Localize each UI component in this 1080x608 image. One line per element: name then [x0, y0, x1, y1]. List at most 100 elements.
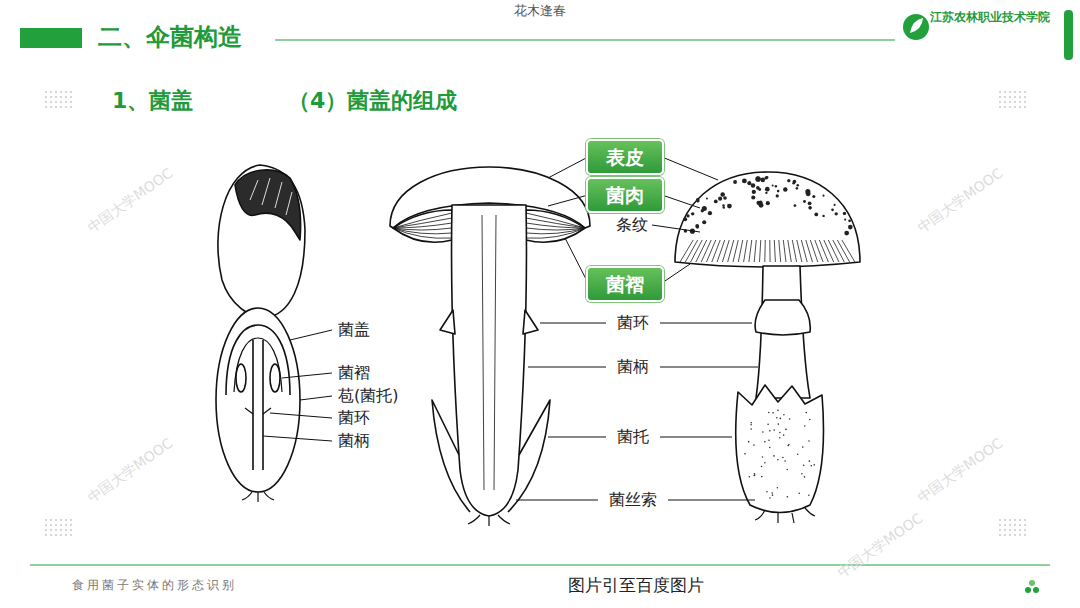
- grid-dot: [1024, 524, 1026, 526]
- striation: [779, 240, 781, 262]
- grid-dot: [65, 106, 67, 108]
- inner-gill: [236, 364, 246, 392]
- grid-dot: [1024, 91, 1026, 93]
- watermark: 中国大学MOOC: [914, 165, 1005, 235]
- grid-dot: [1014, 534, 1016, 536]
- stipple: [769, 497, 771, 499]
- wart: [772, 185, 774, 187]
- striation: [819, 240, 828, 262]
- wart: [777, 190, 780, 193]
- striation: [691, 240, 703, 262]
- watermark: 中国大学MOOC: [834, 510, 925, 580]
- grid-dot: [55, 91, 57, 93]
- footer-dot: [1033, 587, 1039, 593]
- wart: [765, 187, 770, 192]
- stipple: [783, 434, 785, 436]
- stipple: [779, 432, 781, 434]
- gills: [526, 210, 585, 242]
- stipple: [764, 462, 766, 464]
- grid-dot: [65, 91, 67, 93]
- grid-dot: [999, 534, 1001, 536]
- stipple: [773, 429, 775, 431]
- grid-dot: [1019, 106, 1021, 108]
- watermark: 中国大学MOOC: [84, 165, 175, 235]
- striation: [696, 240, 707, 262]
- volva: [508, 400, 550, 512]
- grid-dot: [1009, 519, 1011, 521]
- grid-dot: [50, 524, 52, 526]
- stipple: [804, 476, 806, 478]
- wart: [752, 190, 756, 194]
- stipple: [761, 466, 763, 468]
- stipple: [768, 412, 770, 414]
- footer-dot: [1029, 580, 1035, 586]
- watermark: 中国大学MOOC: [84, 435, 175, 505]
- wart: [691, 212, 694, 215]
- egg-outline: [218, 165, 305, 318]
- stipple: [813, 464, 815, 466]
- grid-dot: [1024, 534, 1026, 536]
- heading-rule: [275, 40, 895, 41]
- stipple: [803, 464, 805, 466]
- grid-dot: [1014, 91, 1016, 93]
- wart: [776, 194, 779, 197]
- caption: 图片引至百度图片: [568, 576, 704, 596]
- grid-dot: [1019, 101, 1021, 103]
- stipple: [808, 440, 810, 442]
- grid-dot: [55, 96, 57, 98]
- stipple: [798, 492, 800, 494]
- grid-dot: [70, 529, 72, 531]
- grid-dot: [45, 101, 47, 103]
- gill-line: [526, 228, 585, 238]
- stipple: [753, 475, 755, 477]
- term-text: 菌褶: [606, 272, 644, 297]
- stipple: [787, 496, 789, 498]
- striation: [769, 240, 770, 262]
- stipple: [778, 423, 780, 425]
- wart: [766, 201, 770, 205]
- striation: [754, 240, 756, 262]
- grid-dot: [45, 96, 47, 98]
- wart: [787, 179, 790, 182]
- wart: [843, 212, 846, 215]
- wart: [822, 215, 824, 217]
- striation: [788, 240, 791, 262]
- leader-line: [300, 396, 332, 400]
- cap-warts: [680, 176, 855, 262]
- wart: [814, 213, 818, 217]
- grid-dot: [60, 101, 62, 103]
- grid-dot: [65, 101, 67, 103]
- stipple: [789, 418, 791, 420]
- grid-dot: [999, 529, 1001, 531]
- leader-line: [263, 436, 332, 441]
- grid-dot: [70, 106, 72, 108]
- wart: [683, 217, 687, 221]
- wart: [751, 183, 756, 188]
- grid-dot: [999, 101, 1001, 103]
- leader-line: [652, 225, 700, 232]
- gill-line: [393, 228, 452, 230]
- stipple: [773, 455, 775, 457]
- egg-cap: [235, 170, 301, 240]
- leader-line: [565, 238, 588, 283]
- stipple: [762, 431, 764, 433]
- stipple: [753, 444, 755, 446]
- wart: [733, 180, 737, 184]
- grid-dot: [1014, 96, 1016, 98]
- stipple: [764, 441, 766, 443]
- stipple: [788, 444, 790, 446]
- gill-line: [526, 213, 585, 228]
- wart: [755, 176, 760, 181]
- term-box: 菌肉: [586, 177, 664, 214]
- wart: [695, 224, 699, 228]
- grid-dot: [45, 534, 47, 536]
- grid-dot: [1009, 101, 1011, 103]
- wart: [723, 196, 727, 200]
- stipple: [783, 414, 785, 416]
- gill-line: [526, 228, 585, 234]
- leader-line: [662, 157, 718, 180]
- part-label: 菌盖: [338, 321, 370, 339]
- stipple: [809, 419, 811, 421]
- footer-text: 食用菌子实体的形态识别: [72, 579, 237, 593]
- gill-line: [393, 218, 452, 228]
